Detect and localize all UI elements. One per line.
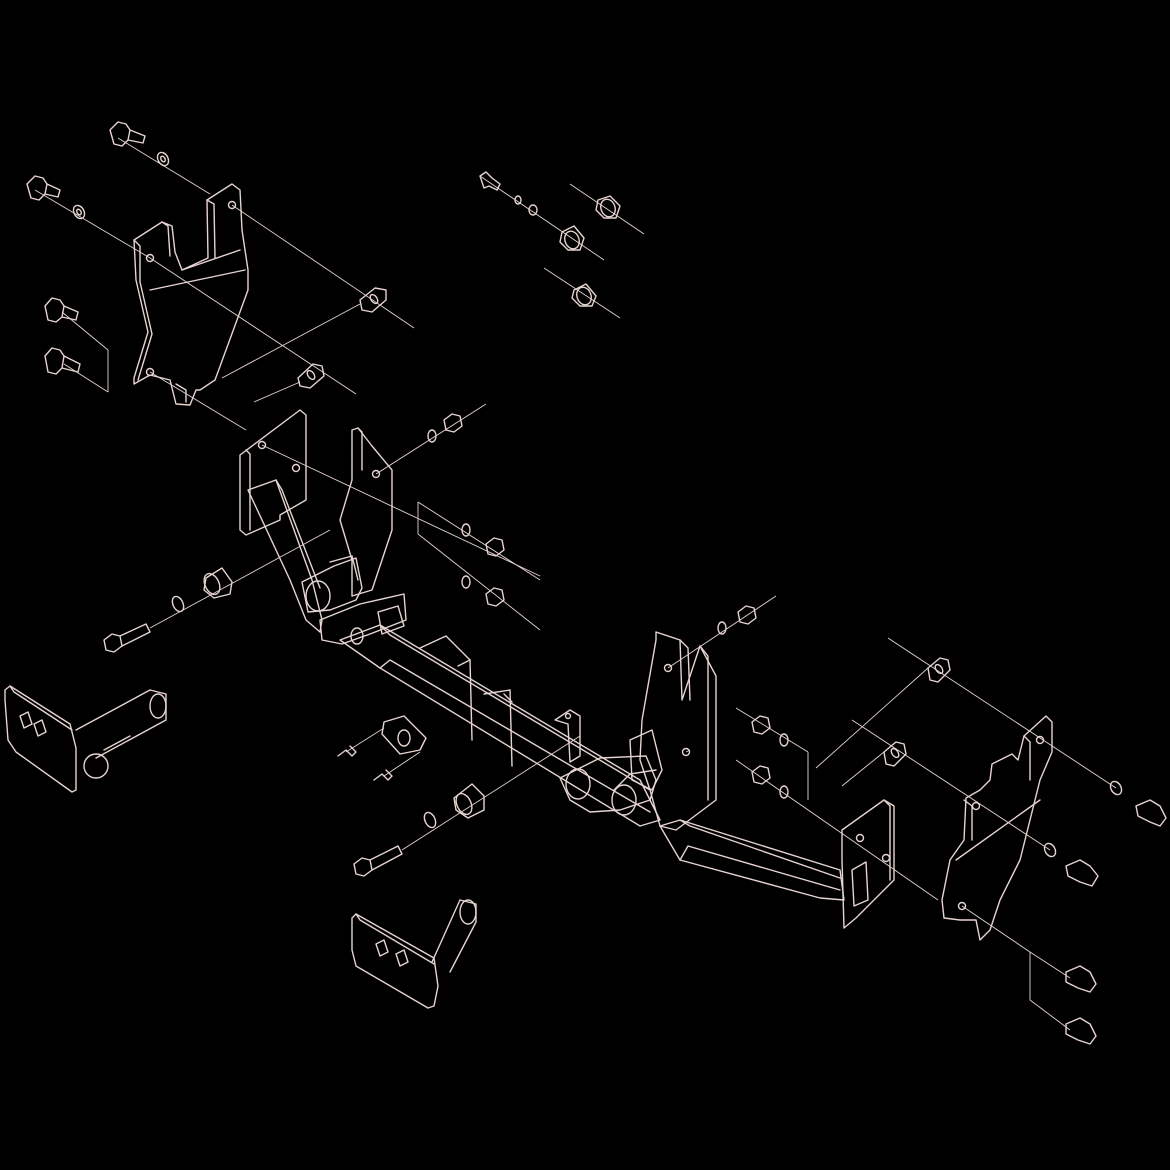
upper-left-bolt-4: [44, 347, 81, 375]
left-receiver-arm: [247, 479, 407, 645]
left-hitch-pin-assembly: [4, 685, 167, 793]
left-side-frame-plate: [239, 409, 393, 597]
right-mounting-bracket: [941, 715, 1053, 941]
far-right-frame-plate: [841, 799, 895, 929]
right-hitch-pin-assembly: [351, 899, 477, 1009]
right-bolt-3: [1065, 965, 1097, 993]
right-bolt-2: [1043, 842, 1099, 887]
wiring-plate: [337, 715, 427, 781]
upper-left-mounting-bracket: [133, 183, 249, 406]
main-cross-tube: [339, 624, 661, 827]
right-bolt-1: [1109, 780, 1167, 827]
right-receiver-arm: [559, 755, 845, 901]
upper-left-bolt-1: [109, 121, 170, 167]
assembly-leader-lines: [34, 137, 1117, 1031]
right-side-frame-plate: [629, 631, 717, 831]
center-lower-bolt-and-spacer: [353, 783, 485, 877]
center-bracket-stub: [554, 709, 581, 763]
right-slotted-plates: [883, 657, 951, 767]
right-bolt-4: [1065, 1017, 1097, 1045]
upper-left-bolt-3: [44, 297, 79, 323]
